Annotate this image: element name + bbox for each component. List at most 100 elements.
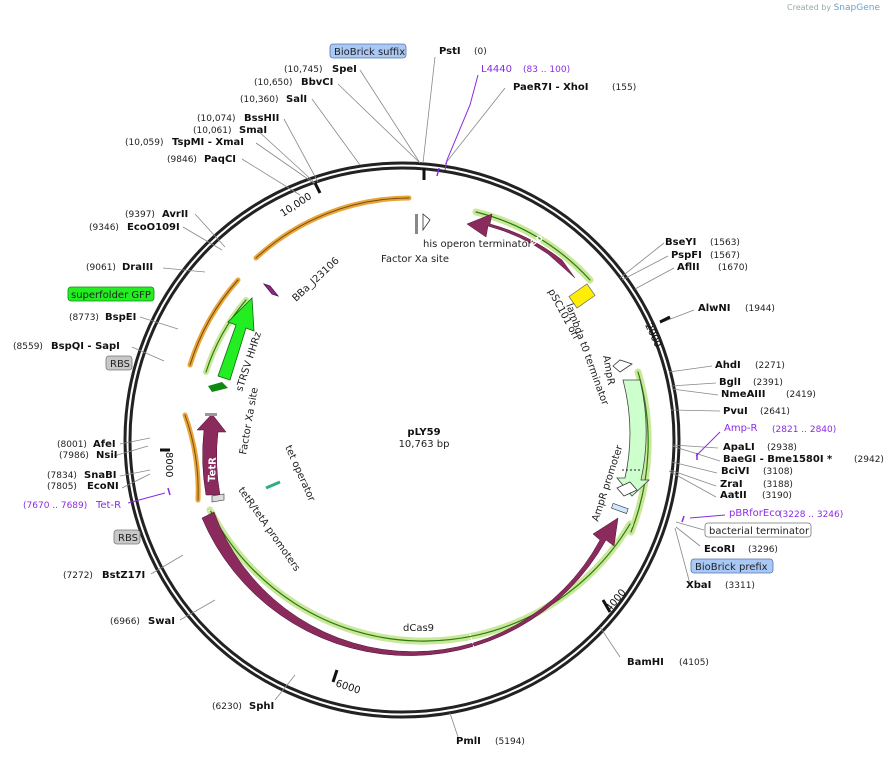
tetr-arrow: [196, 413, 227, 496]
rbs-bottom-label: RBS: [118, 533, 138, 544]
tet-operator-marker: [265, 480, 281, 490]
site-draiii-pos: (9061): [86, 263, 116, 273]
site-bspei: BspEI: [105, 312, 136, 323]
site-swai: SwaI: [148, 616, 175, 627]
site-snabi: SnaBI: [84, 470, 116, 481]
dcas9-arrow: [201, 511, 619, 656]
psc101-ori-box: [568, 283, 596, 309]
site-bgli: BglI: [719, 377, 741, 388]
site-paer7i-xhoi-pos: (155): [612, 83, 636, 93]
site-nmeaiii-pos: (2419): [786, 390, 816, 400]
site-afei: AfeI: [93, 439, 116, 450]
plasmid-name: pLY59: [407, 427, 440, 438]
site-bgli-pos: (2391): [753, 378, 783, 388]
site-xbai-pos: (3311): [725, 581, 755, 591]
site-ahdi: AhdI: [715, 360, 741, 371]
site-draiii: DraIII: [122, 262, 153, 273]
primer-leaders: [127, 74, 726, 519]
site-avrii-pos: (9397): [125, 210, 155, 220]
site-paer7i-xhoi: PaeR7I - XhoI: [513, 82, 589, 93]
ampr-promoter-marker: [616, 481, 638, 497]
factor-xa-left-label: Factor Xa site: [238, 387, 261, 456]
biobrick-suffix-box: [329, 43, 407, 59]
site-bbvci-pos: (10,650): [254, 78, 293, 88]
his-operon-label: his operon terminator: [423, 239, 533, 250]
site-bspei-pos: (8773): [69, 313, 99, 323]
site-sphi: SphI: [249, 701, 274, 712]
snapgene-credit: Created by SnapGene: [787, 3, 880, 13]
site-bcivi: BciVI: [721, 466, 749, 477]
site-zrai-pos: (3188): [763, 480, 793, 490]
ampr-arrow: [616, 379, 651, 497]
site-pmli-pos: (5194): [495, 737, 525, 747]
site-smai-pos: (10,061): [193, 126, 232, 136]
site-bspqi-sapi: BspQI - SapI: [51, 341, 120, 352]
site-aatii: AatII: [720, 490, 747, 501]
bacterial-terminator-marker: [611, 502, 629, 514]
leader-lines: [113, 56, 721, 738]
primer-l4440-range: (83 .. 100): [523, 65, 570, 75]
site-avrii: AvrII: [162, 209, 188, 220]
tick-marks: [160, 168, 671, 683]
primer-ampr-name: Amp-R: [724, 423, 758, 434]
site-tspmi-pos: (10,059): [125, 138, 164, 148]
site-spei-pos: (10,745): [284, 65, 323, 75]
site-snabi-pos: (7834): [47, 471, 77, 481]
rbs-top-box: [105, 355, 133, 371]
factor-xa-left-marker: [205, 413, 217, 416]
site-pvui: PvuI: [723, 406, 748, 417]
rbs-marker-bottom: [211, 493, 225, 503]
backbone-inner: [128, 166, 676, 714]
site-psti: PstI: [439, 46, 461, 57]
orange-arc-top: [253, 195, 412, 261]
superfolder-gfp-label: superfolder GFP: [71, 290, 151, 301]
site-bseyi-pos: (1563): [710, 238, 740, 248]
site-pmli: PmlI: [456, 736, 481, 747]
credit-prefix: Created by: [787, 3, 832, 12]
primer-marks: [167, 167, 698, 523]
site-bstz17i: BstZ17I: [102, 570, 145, 581]
tick-label-8000: 8000: [163, 452, 174, 477]
site-aflii-pos: (1670): [718, 263, 748, 273]
plasmid-size: 10,763 bp: [399, 439, 450, 450]
bacterial-terminator-label: bacterial terminator: [709, 526, 810, 537]
site-pspfi-pos: (1567): [710, 251, 740, 261]
site-sphi-pos: (6230): [212, 702, 242, 712]
site-baegi-bme1580i: BaeGI - Bme1580I *: [723, 454, 833, 465]
biobrick-suffix-label: BioBrick suffix: [334, 47, 405, 58]
site-bseyi: BseYI: [665, 237, 696, 248]
site-apali: ApaLI: [723, 442, 755, 453]
primer-tetr-range: (7670 .. 7689): [23, 501, 87, 511]
primer-tetr-name: Tet-R: [95, 500, 121, 511]
tick-label-6000: 6000: [334, 678, 362, 696]
site-ecori-pos: (3296): [748, 545, 778, 555]
rbs-top-label: RBS: [110, 359, 130, 370]
superfolder-gfp-box: [67, 286, 155, 302]
site-bstz17i-pos: (7272): [63, 571, 93, 581]
primer-pbrforeco-name: pBRforEco: [729, 508, 781, 519]
bba-marker: [262, 283, 280, 297]
his-terminator-marker: [422, 213, 431, 232]
restriction-sites: PstI (0) PaeR7I - XhoI (155) BseYI (1563…: [13, 46, 884, 747]
site-ecoo109i-pos: (9346): [89, 223, 119, 233]
site-nmeaiii: NmeAIII: [721, 389, 765, 400]
site-aflii: AflII: [677, 262, 700, 273]
site-bsshii: BssHII: [244, 113, 279, 124]
biobrick-prefix-box: [690, 558, 774, 574]
bba-label: BBa_J23106: [291, 255, 342, 304]
site-ecori: EcoRI: [704, 544, 735, 555]
site-econi: EcoNI: [87, 481, 119, 492]
site-zrai: ZraI: [720, 479, 743, 490]
ampr-label: AmpR: [600, 355, 616, 386]
site-paqci: PaqCI: [204, 154, 236, 165]
site-afei-pos: (8001): [57, 440, 87, 450]
site-bamhi-pos: (4105): [679, 658, 709, 668]
rep101-arrow: [466, 213, 576, 279]
site-smai: SmaI: [239, 125, 267, 136]
biobrick-prefix-label: BioBrick prefix: [695, 562, 768, 573]
site-nsii: NsiI: [96, 450, 117, 461]
site-bamhi: BamHI: [627, 657, 664, 668]
site-ahdi-pos: (2271): [755, 361, 785, 371]
backbone-outer: [123, 161, 681, 719]
